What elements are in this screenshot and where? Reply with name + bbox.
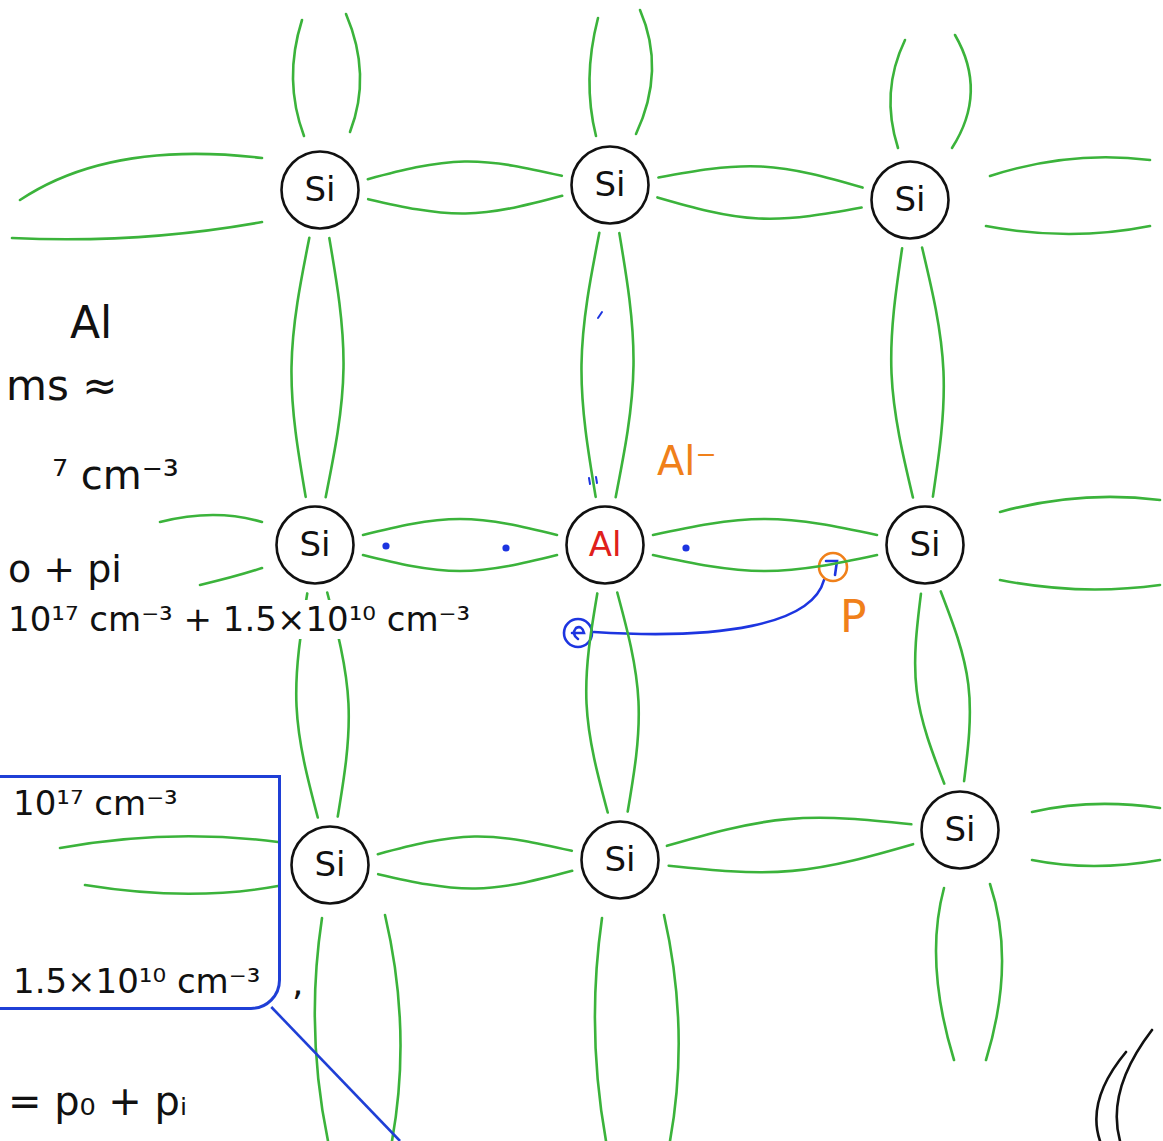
dangling-bond: [85, 885, 278, 894]
atom-outline: [282, 152, 359, 229]
atom-symbol: Si: [299, 525, 330, 564]
dangling-bond: [293, 20, 304, 136]
electron-mark: [572, 627, 584, 639]
atom-outline: [292, 827, 369, 904]
dangling-bond: [1032, 804, 1160, 812]
atom-outline: [887, 507, 964, 584]
atom-outline: [872, 162, 949, 239]
bracket: [1117, 1030, 1152, 1141]
dangling-bond: [200, 568, 262, 585]
dangling-bond: [160, 515, 262, 522]
atom-symbol: Si: [314, 845, 345, 884]
covalent-bond: [586, 592, 639, 812]
atom-circle: Si: [290, 825, 370, 905]
atom-circle: Al: [565, 505, 645, 585]
note-text: o + pi: [6, 548, 124, 592]
atom-symbol: Si: [894, 180, 925, 219]
dangling-bond: [890, 40, 905, 148]
note-text: = p₀ + pᵢ: [6, 1078, 189, 1124]
concentration-value: 1.5×10¹⁰ cm⁻³: [13, 962, 260, 1001]
covalent-bond: [891, 248, 944, 498]
atom-symbol: Si: [944, 810, 975, 849]
dangling-bond: [1000, 497, 1160, 512]
electron-dot: [596, 477, 597, 483]
dangling-bond: [952, 35, 971, 148]
covalent-bond: [368, 161, 562, 213]
dangling-bond: [664, 915, 679, 1141]
atom-symbol: Si: [604, 840, 635, 879]
note-text: ms ≈: [4, 362, 119, 410]
electron-circle: [564, 619, 592, 647]
atom-symbol: Si: [304, 170, 335, 209]
atom-symbol: Si: [594, 165, 625, 204]
dangling-bond: [595, 918, 606, 1141]
atom-circle: Si: [275, 505, 355, 585]
electron-dot: [503, 545, 508, 550]
dangling-bond: [60, 836, 278, 848]
covalent-bond: [653, 519, 877, 571]
atom-circle: Si: [870, 160, 950, 240]
electron-dot: [598, 312, 602, 318]
atom-outline: [572, 147, 649, 224]
note-text: P: [838, 592, 869, 643]
note-text: ⁷ cm⁻³: [50, 452, 181, 498]
leader-line: [271, 1007, 400, 1141]
covalent-bond: [667, 818, 913, 872]
note-text: ,: [290, 962, 305, 1003]
atom-circle: Si: [280, 150, 360, 230]
note-text: Al⁻: [655, 438, 719, 484]
covalent-bond: [378, 836, 572, 888]
covalent-bond: [291, 238, 343, 497]
dangling-bond: [986, 226, 1150, 234]
dangling-bond: [346, 14, 360, 132]
dangling-bond: [986, 884, 1002, 1060]
dangling-bond: [636, 10, 652, 134]
covalent-bond: [363, 519, 557, 571]
note-text: Al: [68, 298, 114, 349]
bracket: [1096, 1052, 1126, 1141]
hole-circle: [819, 553, 847, 581]
covalent-bond: [581, 233, 633, 497]
concentration-value: 10¹⁷ cm⁻³: [13, 784, 178, 823]
atom-outline: [277, 507, 354, 584]
atom-circle: Si: [580, 820, 660, 900]
dangling-bond: [20, 154, 262, 200]
note-text: 10¹⁷ cm⁻³ + 1.5×10¹⁰ cm⁻³: [6, 600, 472, 639]
atom-circle: Si: [570, 145, 650, 225]
atom-symbol: Si: [909, 525, 940, 564]
electron-dot: [683, 545, 688, 550]
atom-outline: [922, 792, 999, 869]
covalent-bond: [915, 591, 970, 783]
dangling-bond: [1000, 580, 1160, 589]
dangling-bond: [385, 915, 401, 1141]
dangling-bond: [315, 918, 328, 1141]
covalent-bond: [657, 166, 862, 219]
atom-circle: Si: [885, 505, 965, 585]
dangling-bond: [1032, 860, 1160, 866]
atom-symbol: Al: [589, 525, 622, 564]
atom-outline: [582, 822, 659, 899]
electron-dot: [383, 543, 388, 548]
dangling-bond: [12, 222, 262, 239]
atom-circle: Si: [920, 790, 1000, 870]
electron-path: [594, 580, 824, 634]
dangling-bond: [589, 18, 598, 136]
electron-dot: [589, 478, 590, 484]
dangling-bond: [990, 157, 1150, 176]
concentration-box: 10¹⁷ cm⁻³ 1.5×10¹⁰ cm⁻³: [0, 775, 281, 1010]
dangling-bond: [936, 888, 954, 1060]
atom-outline: [567, 507, 644, 584]
